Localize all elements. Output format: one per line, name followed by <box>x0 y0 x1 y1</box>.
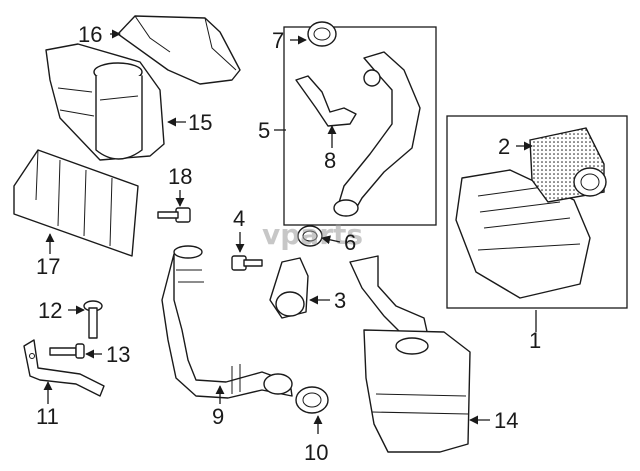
bolt-13 <box>49 343 85 359</box>
group-box-5 <box>283 26 437 226</box>
callout-11: 11 <box>36 404 59 429</box>
watermark-text: vparts <box>262 218 363 251</box>
leader-6 <box>321 235 341 245</box>
callout-14: 14 <box>494 408 518 433</box>
small-breather-hose <box>295 75 357 127</box>
hose-clamp-7 <box>307 21 337 47</box>
callout-8: 8 <box>324 148 336 173</box>
intake-tube <box>161 245 293 399</box>
air-box-lower-housing <box>45 43 165 161</box>
resonator-reservoir <box>349 255 471 453</box>
callout-10: 10 <box>304 440 328 465</box>
hose-clamp-10 <box>295 386 329 414</box>
callout-17: 17 <box>36 254 60 279</box>
callout-2: 2 <box>498 134 510 159</box>
elbow-hose <box>269 257 309 319</box>
bolt-12 <box>83 300 103 339</box>
air-cleaner-cover <box>117 15 241 85</box>
bolt-18 <box>157 207 191 223</box>
air-filter-element <box>529 127 607 203</box>
callout-13: 13 <box>106 342 130 367</box>
bolt-4 <box>231 255 263 271</box>
callout-1: 1 <box>529 328 541 353</box>
upper-air-hose <box>333 51 421 217</box>
callout-3: 3 <box>334 288 346 313</box>
callout-12: 12 <box>38 298 62 323</box>
callout-5: 5 <box>258 118 270 143</box>
group-box-1 <box>446 115 628 309</box>
mounting-bracket <box>23 339 105 397</box>
air-intake-duct <box>13 149 139 257</box>
callout-9: 9 <box>212 404 224 429</box>
callout-7: 7 <box>272 28 284 53</box>
callout-15: 15 <box>188 110 212 135</box>
callout-18: 18 <box>168 164 192 189</box>
callout-4: 4 <box>233 206 245 231</box>
hose-clamp-6 <box>297 225 323 247</box>
callout-16: 16 <box>78 22 102 47</box>
callout-6: 6 <box>344 230 356 255</box>
